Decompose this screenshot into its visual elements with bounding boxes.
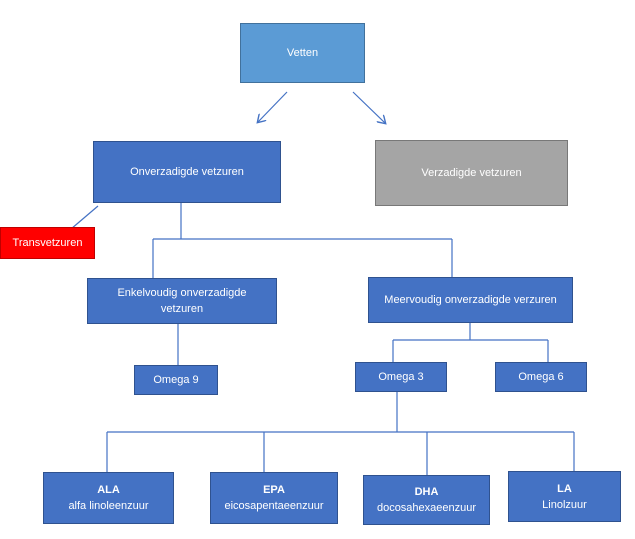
node-verzadigde-vetzuren: Verzadigde vetzuren bbox=[375, 140, 568, 206]
node-epa-name: eicosapentaeenzuur bbox=[224, 500, 324, 512]
node-enkelvoudig-line2: vetzuren bbox=[160, 303, 204, 315]
node-epa-abbr: EPA bbox=[263, 484, 285, 496]
node-omega9-label: Omega 9 bbox=[153, 374, 199, 386]
node-meervoudig-label: Meervoudig onverzadigde verzuren bbox=[384, 294, 557, 306]
node-ala-name: alfa linoleenzuur bbox=[68, 500, 149, 512]
node-omega9: Omega 9 bbox=[134, 365, 218, 395]
node-meervoudig: Meervoudig onverzadigde verzuren bbox=[368, 277, 573, 323]
node-onverzadigde-vetzuren: Onverzadigde vetzuren bbox=[93, 141, 281, 203]
node-enkelvoudig: Enkelvoudig onverzadigde vetzuren bbox=[87, 278, 277, 324]
node-vetten: Vetten bbox=[240, 23, 365, 83]
connector-trans bbox=[70, 205, 99, 230]
node-vetten-label: Vetten bbox=[286, 47, 319, 59]
node-omega3: Omega 3 bbox=[355, 362, 447, 392]
node-transvetzuren: Transvetzuren bbox=[0, 227, 95, 259]
node-ala: ALA alfa linoleenzuur bbox=[43, 472, 174, 524]
node-la-abbr: LA bbox=[557, 482, 572, 495]
node-dha-abbr: DHA bbox=[414, 486, 439, 498]
node-dha: DHA docosahexaeenzuur bbox=[363, 475, 490, 525]
node-verzadigde-label: Verzadigde vetzuren bbox=[421, 167, 522, 179]
node-epa: EPA eicosapentaeenzuur bbox=[210, 472, 338, 524]
arrow-to-verzadigd bbox=[352, 91, 385, 123]
node-la: LA Linolzuur bbox=[508, 471, 621, 522]
arrow-to-onverzadigd bbox=[258, 91, 288, 122]
node-omega6-label: Omega 6 bbox=[518, 371, 564, 383]
node-dha-name: docosahexaeenzuur bbox=[376, 502, 477, 514]
node-enkelvoudig-line1: Enkelvoudig onverzadigde bbox=[117, 287, 247, 299]
node-la-name: Linolzuur bbox=[542, 498, 587, 511]
node-trans-label: Transvetzuren bbox=[12, 237, 83, 249]
node-omega3-label: Omega 3 bbox=[378, 371, 424, 383]
node-ala-abbr: ALA bbox=[97, 484, 120, 496]
node-omega6: Omega 6 bbox=[495, 362, 587, 392]
node-onverzadigde-label: Onverzadigde vetzuren bbox=[130, 166, 244, 178]
